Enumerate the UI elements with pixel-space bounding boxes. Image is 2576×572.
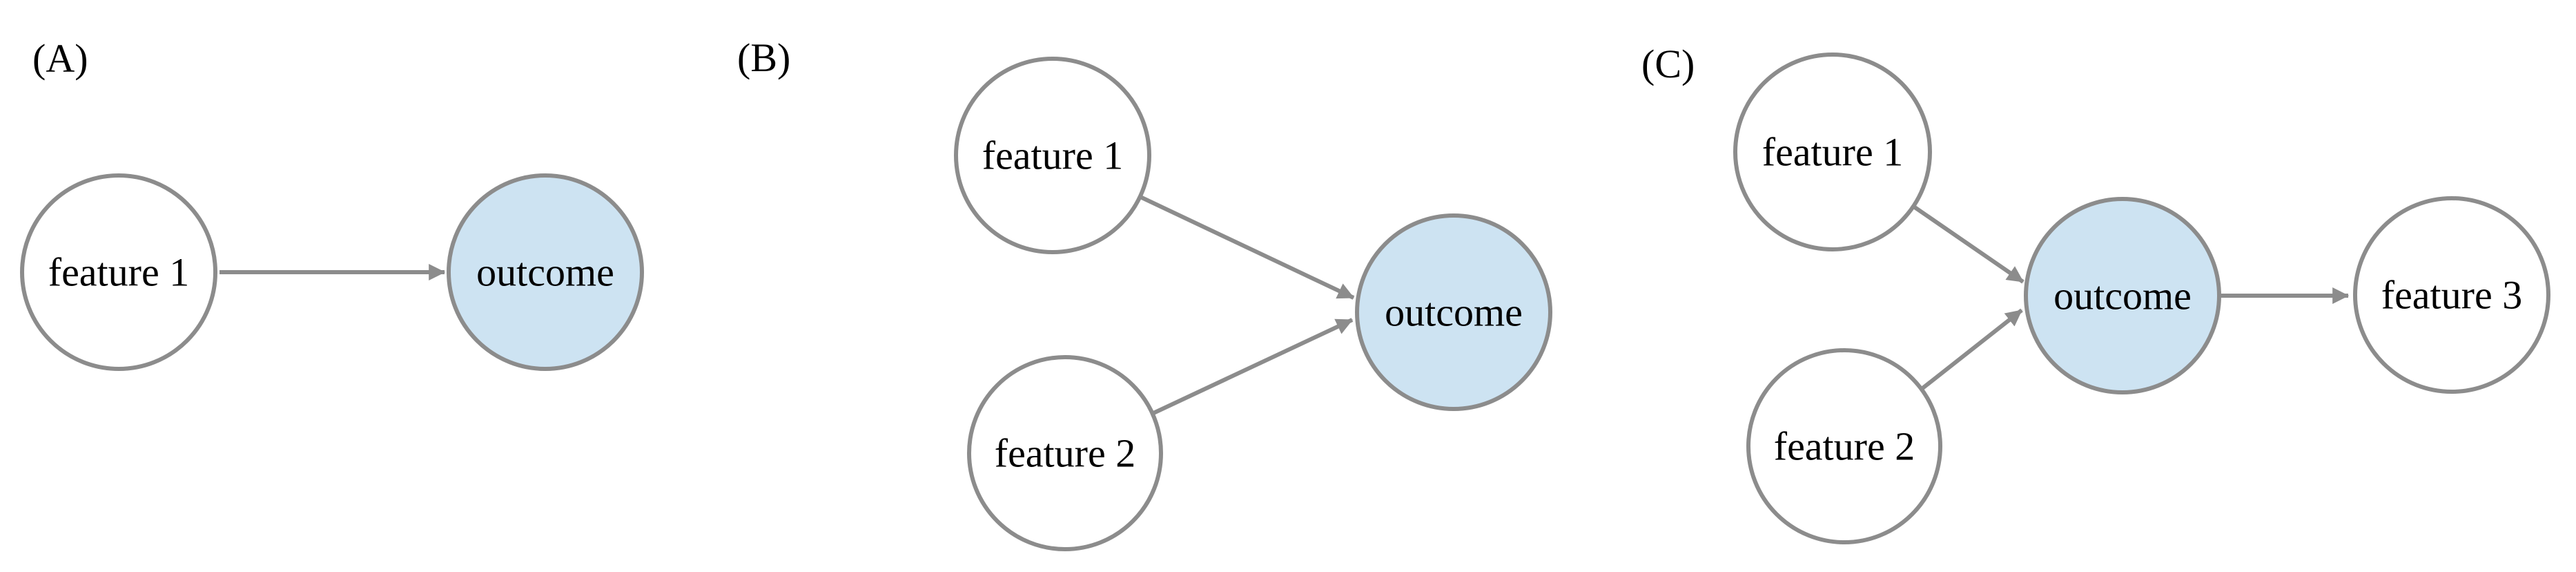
panel-C-node-feature2-label: feature 2 — [1774, 424, 1915, 469]
panel-A-node-outcome-label: outcome — [476, 250, 614, 295]
panel-A-node-feature1 — [20, 173, 217, 371]
panel-B: (B) feature 1 feature 2 outcome — [737, 35, 1552, 551]
panel-C-node-feature1-label: feature 1 — [1762, 130, 1903, 175]
panel-C-label: (C) — [1641, 41, 1695, 86]
panel-C-edge-feature1-to-outcome — [1911, 204, 2024, 284]
panel-C-node-outcome-label: outcome — [2053, 274, 2192, 318]
panel-C-node-feature3-label: feature 3 — [2381, 273, 2522, 318]
panel-C-node-feature2 — [1746, 348, 1942, 544]
panel-C-edge-feature2-to-outcome — [1920, 308, 2023, 391]
panel-B-node-outcome-label: outcome — [1385, 290, 1523, 335]
panel-B-node-feature1-label: feature 1 — [982, 133, 1123, 178]
panel-B-node-feature2 — [967, 355, 1163, 551]
panel-B-node-feature2-label: feature 2 — [995, 431, 1135, 476]
panel-C-node-feature3 — [2353, 196, 2550, 394]
panel-A-label: (A) — [32, 36, 88, 81]
panel-B-edge-feature1-to-outcome — [1139, 195, 1355, 300]
panel-B-label: (B) — [737, 35, 790, 80]
panel-A: (A) feature 1 outcome — [20, 36, 644, 371]
panel-B-edge-feature2-to-outcome — [1152, 318, 1354, 415]
panel-C: (C) feature 1 feature 2 outcome feature 3 — [1641, 41, 2550, 544]
panel-A-node-feature1-label: feature 1 — [48, 250, 189, 295]
panel-B-node-feature1 — [954, 57, 1151, 254]
panel-B-node-outcome — [1355, 213, 1552, 411]
panel-C-node-feature1 — [1733, 53, 1932, 251]
panel-A-node-outcome — [447, 173, 644, 371]
panel-C-node-outcome — [2024, 197, 2221, 394]
